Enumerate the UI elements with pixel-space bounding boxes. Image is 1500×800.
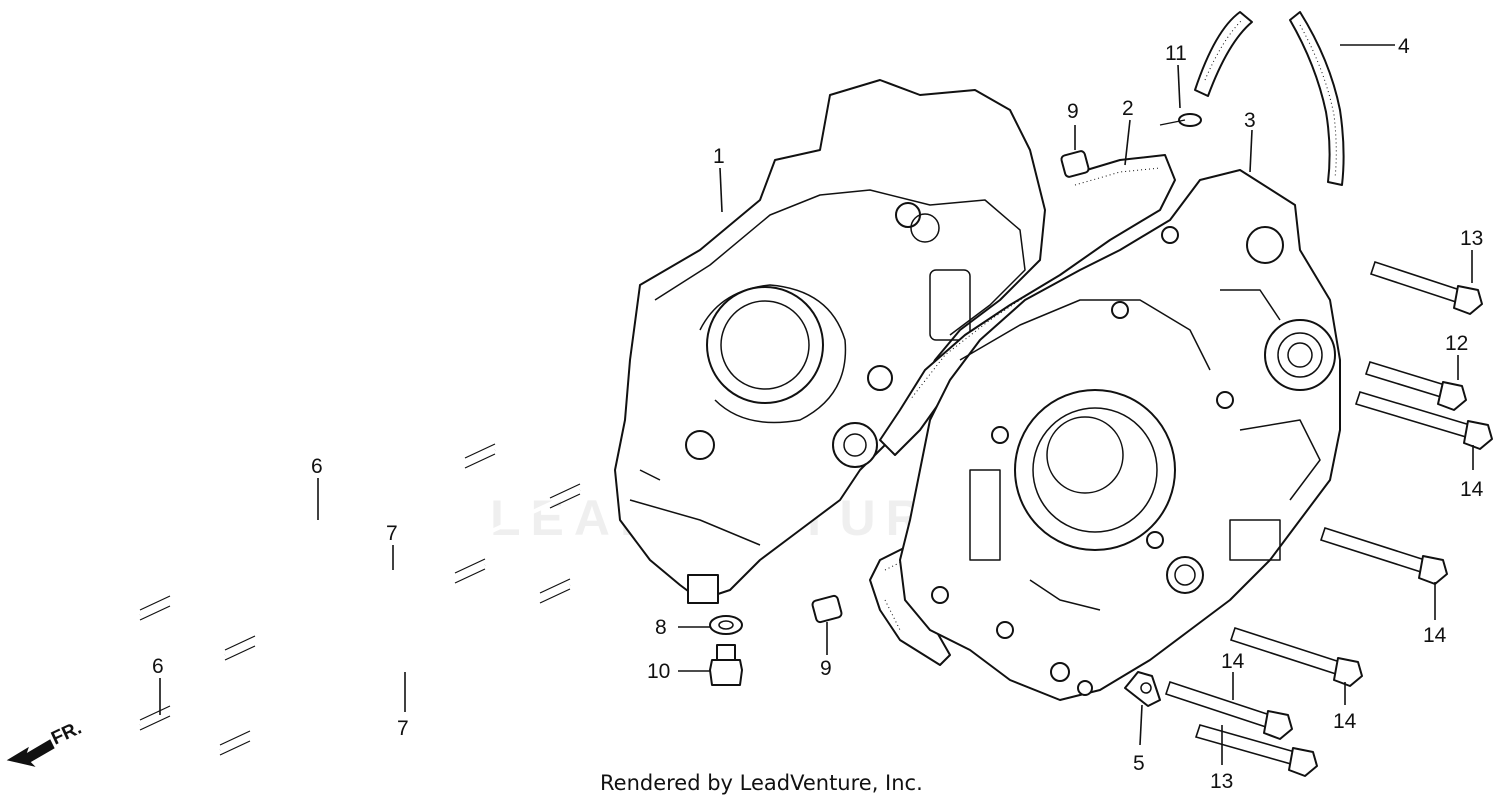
flange-bolts [1164,260,1493,777]
callout-9-lower: 9 [820,657,832,680]
fr-label: FR. [48,718,85,750]
callout-2: 2 [1122,97,1134,120]
callout-3: 3 [1244,109,1256,132]
front-direction-arrow: FR. [6,718,85,767]
callout-7-upper: 7 [386,522,398,545]
callout-5: 5 [1133,752,1145,775]
callout-8: 8 [655,616,667,639]
drain-bolt [709,644,743,686]
footer-credit: Rendered by LeadVenture, Inc. [600,771,923,795]
callout-14-c: 14 [1221,650,1245,673]
callout-14-a: 14 [1460,478,1484,501]
callout-11: 11 [1165,42,1187,65]
callout-7-lower: 7 [397,717,409,740]
callout-6-lower: 6 [152,655,164,678]
cable-clamp [1124,671,1161,707]
drain-washer [709,615,743,635]
callout-9-upper: 9 [1067,100,1079,123]
callout-6-upper: 6 [311,455,323,478]
callout-13-lower: 13 [1210,770,1233,793]
right-crankcase [899,169,1341,701]
callout-13-upper: 13 [1460,227,1483,250]
dowel-pin-lower [811,594,843,624]
stud-bolts [139,443,581,756]
callout-14-d: 14 [1333,710,1357,733]
callout-1: 1 [713,145,725,168]
leader-lines [159,44,1474,765]
tube-clip [1178,113,1202,127]
callout-14-b: 14 [1423,624,1447,647]
callout-4: 4 [1398,35,1410,58]
left-crankcase [614,79,1046,604]
callout-12: 12 [1445,332,1468,355]
dowel-pin-upper [1060,150,1090,178]
breather-tube [1194,11,1345,186]
callout-10: 10 [647,660,670,683]
callouts: 1 2 3 4 5 6 6 7 7 8 9 9 10 11 12 13 13 1… [152,35,1484,793]
